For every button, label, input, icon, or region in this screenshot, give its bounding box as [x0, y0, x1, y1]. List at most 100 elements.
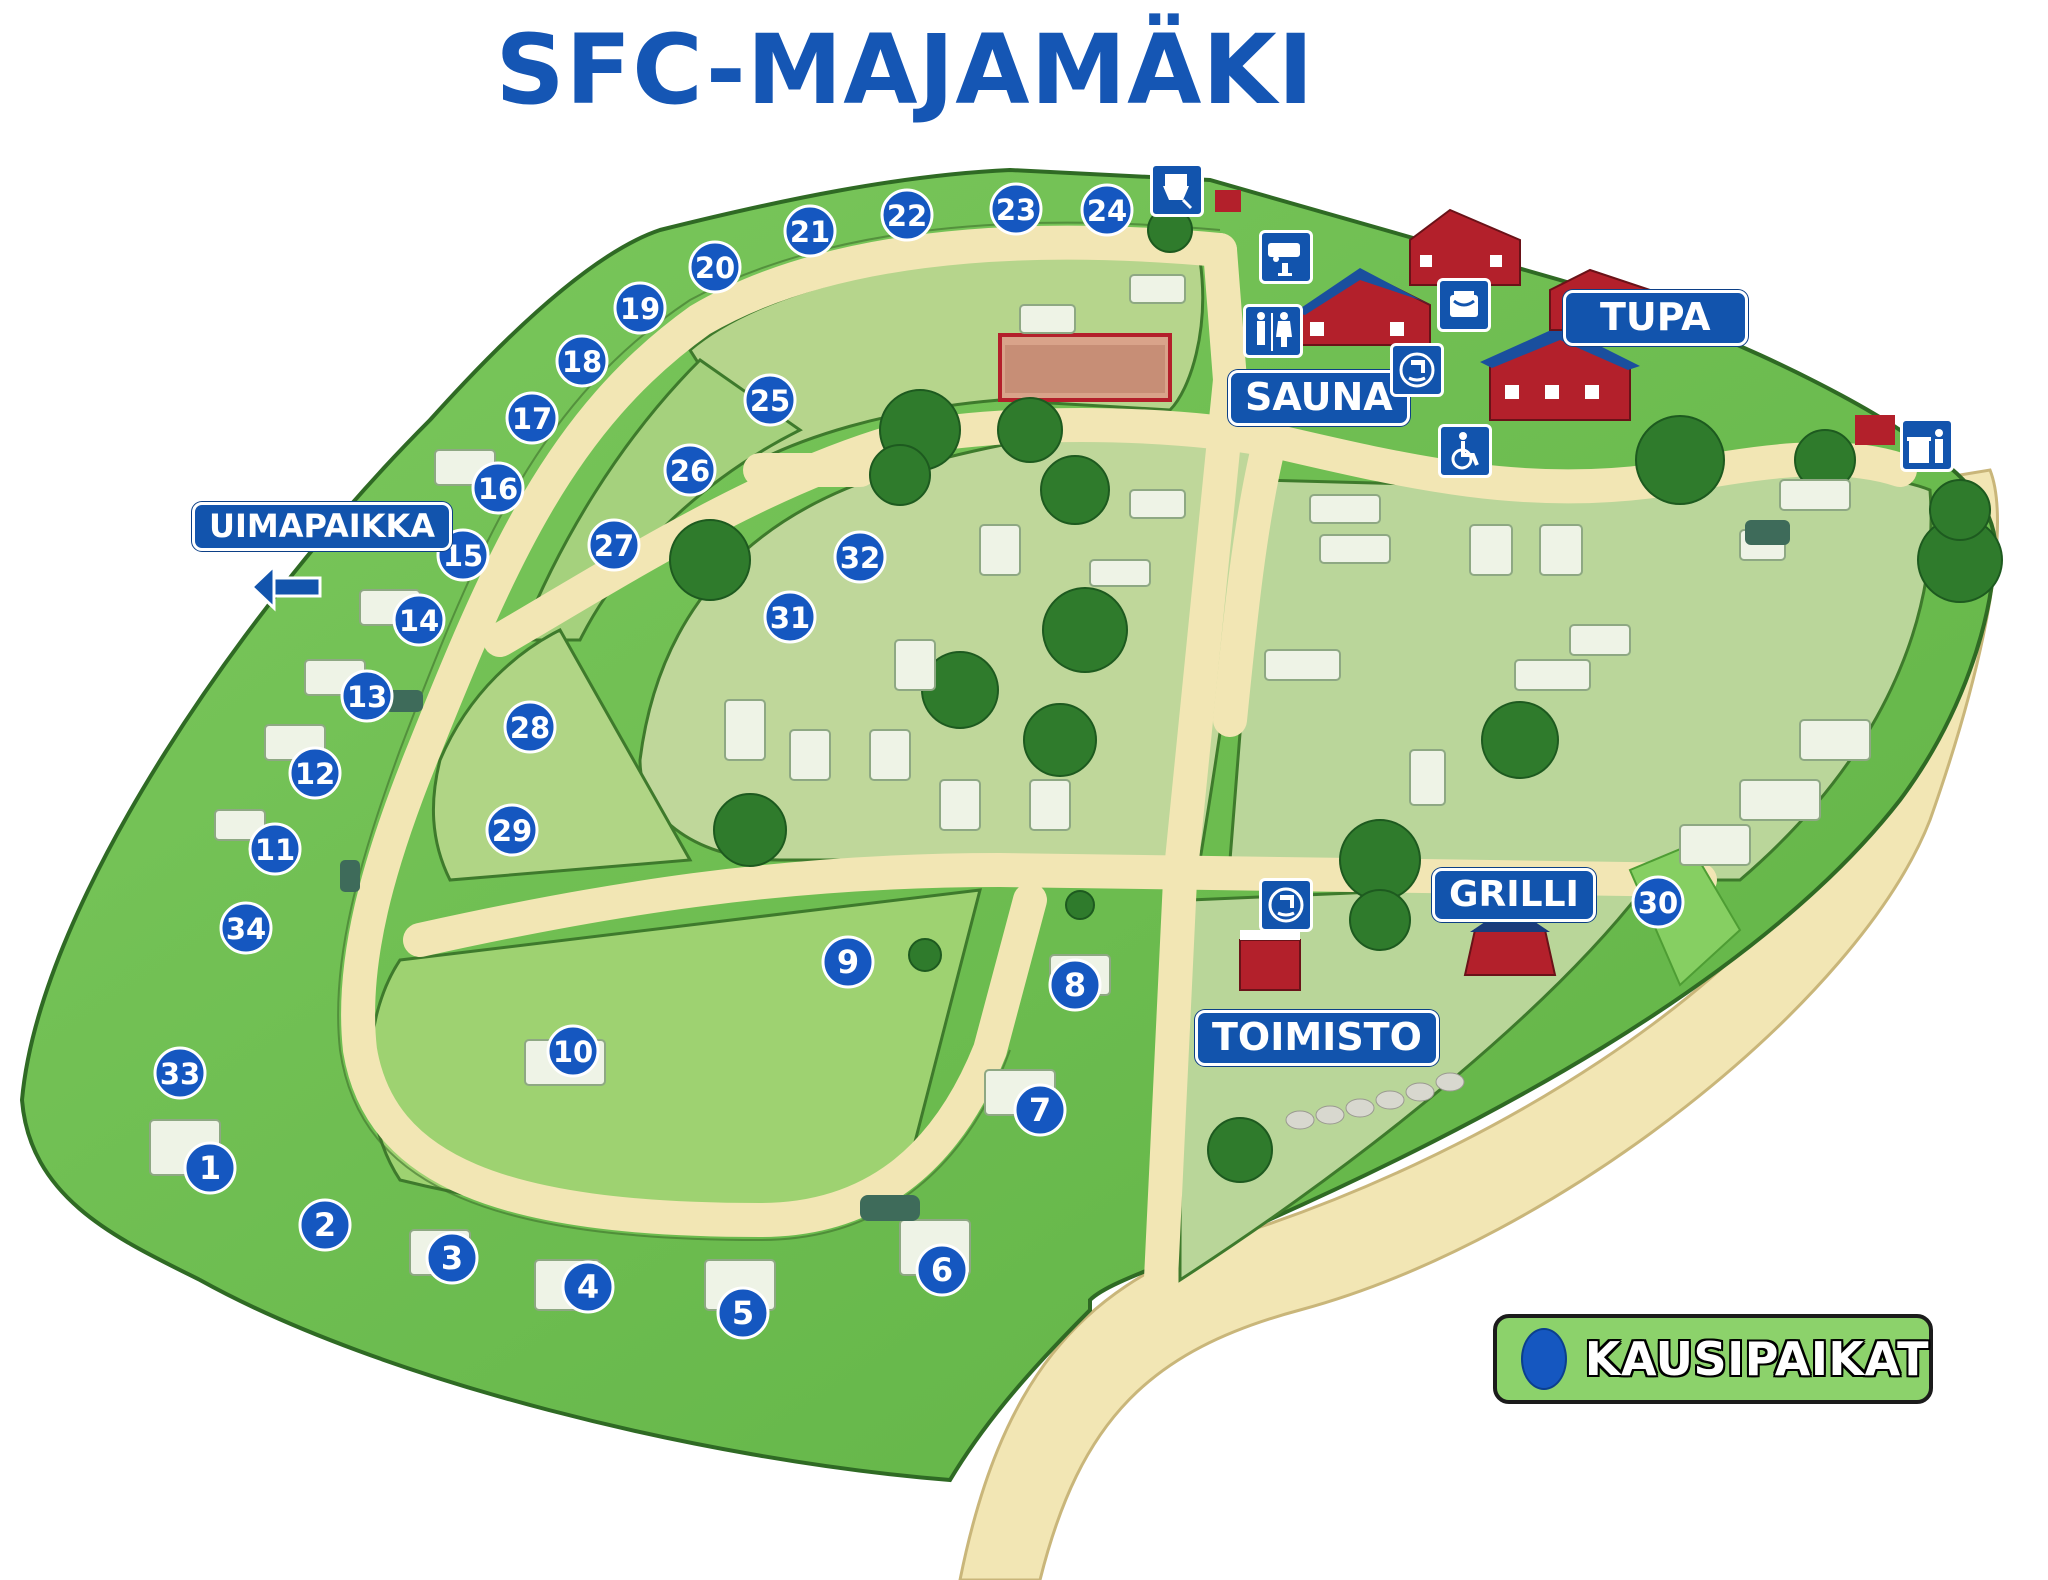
building-tupa [1480, 326, 1640, 421]
site-marker-16[interactable]: 16 [471, 461, 525, 515]
site-marker-21[interactable]: 21 [783, 204, 837, 258]
site-marker-29[interactable]: 29 [485, 803, 539, 857]
site-marker-circle [1631, 875, 1685, 929]
site-marker-label: 14 [399, 604, 439, 638]
site-marker-label: 22 [887, 199, 927, 233]
site-marker-label: 10 [553, 1035, 593, 1069]
site-marker-label: 18 [562, 345, 602, 379]
site-marker-24[interactable]: 24 [1080, 183, 1134, 237]
site-marker-circle [425, 1231, 479, 1285]
site-marker-9[interactable]: 9 [821, 935, 875, 989]
site-marker-6[interactable]: 6 [915, 1243, 969, 1297]
site-marker-circle [248, 822, 302, 876]
site-marker-circle [821, 935, 875, 989]
site-marker-circle [743, 373, 797, 427]
site-marker-12[interactable]: 12 [288, 746, 342, 800]
site-marker-label: 6 [931, 1251, 953, 1289]
site-marker-14[interactable]: 14 [392, 593, 446, 647]
site-marker-label: 5 [732, 1294, 754, 1332]
road-edges [337, 221, 1221, 1242]
site-marker-circle [716, 1286, 770, 1340]
site-marker-19[interactable]: 19 [613, 281, 667, 335]
site-marker-circle [783, 204, 837, 258]
label-sauna[interactable]: SAUNA [1228, 370, 1410, 426]
site-marker-circle [219, 901, 273, 955]
site-marker-32[interactable]: 32 [833, 530, 887, 584]
site-marker-label: 7 [1029, 1091, 1051, 1129]
caravans [149, 274, 1871, 1311]
site-marker-circle [613, 281, 667, 335]
drinking-water-icon[interactable] [1390, 343, 1444, 397]
label-uimapaikka[interactable]: UIMAPAIKKA [192, 502, 453, 552]
legend: KAUSIPAIKAT [1493, 1314, 1933, 1404]
site-marker-22[interactable]: 22 [880, 188, 934, 242]
site-marker-8[interactable]: 8 [1048, 958, 1102, 1012]
site-marker-11[interactable]: 11 [248, 822, 302, 876]
site-marker-label: 8 [1064, 966, 1086, 1004]
site-marker-28[interactable]: 28 [503, 700, 557, 754]
site-marker-5[interactable]: 5 [716, 1286, 770, 1340]
site-marker-27[interactable]: 27 [587, 518, 641, 572]
site-marker-label: 26 [670, 454, 710, 488]
site-marker-2[interactable]: 2 [298, 1198, 352, 1252]
site-marker-15[interactable]: 15 [436, 528, 490, 582]
site-marker-33[interactable]: 33 [153, 1046, 207, 1100]
site-marker-circle [587, 518, 641, 572]
site-marker-circle [485, 803, 539, 857]
site-marker-23[interactable]: 23 [989, 182, 1043, 236]
buildings [1215, 190, 1895, 991]
site-marker-label: 30 [1638, 886, 1678, 920]
site-marker-label: 25 [750, 384, 790, 418]
site-marker-label: 3 [441, 1239, 463, 1277]
label-grilli[interactable]: GRILLI [1432, 868, 1596, 922]
building-northeast [1409, 208, 1521, 286]
site-marker-4[interactable]: 4 [561, 1260, 615, 1314]
restrooms-icon[interactable] [1243, 304, 1303, 358]
site-marker-13[interactable]: 13 [340, 669, 394, 723]
site-marker-10[interactable]: 10 [546, 1024, 600, 1078]
site-marker-3[interactable]: 3 [425, 1231, 479, 1285]
drinking-water-icon-toimisto[interactable] [1259, 878, 1313, 932]
label-tupa[interactable]: TUPA [1563, 290, 1748, 346]
site-marker-18[interactable]: 18 [555, 334, 609, 388]
cars [340, 520, 1790, 1221]
site-marker-7[interactable]: 7 [1013, 1083, 1067, 1137]
site-marker-circle [505, 391, 559, 445]
site-marker-circle [763, 590, 817, 644]
site-marker-label: 20 [695, 251, 735, 285]
site-marker-label: 12 [295, 757, 335, 791]
accessible-icon[interactable] [1438, 424, 1492, 478]
page-title: SFC-MAJAMÄKI [495, 14, 1315, 126]
site-marker-label: 4 [577, 1268, 599, 1306]
site-marker-circle [183, 1141, 237, 1195]
site-marker-34[interactable]: 34 [219, 901, 273, 955]
laundry-icon[interactable] [1437, 278, 1491, 332]
site-marker-1[interactable]: 1 [183, 1141, 237, 1195]
site-marker-30[interactable]: 30 [1631, 875, 1685, 929]
site-marker-label: 17 [512, 402, 552, 436]
site-marker-17[interactable]: 17 [505, 391, 559, 445]
caravan-service-icon[interactable] [1259, 230, 1313, 284]
site-marker-circle [546, 1024, 600, 1078]
site-marker-label: 19 [620, 292, 660, 326]
building-grilli [1463, 905, 1557, 976]
site-marker-label: 2 [314, 1206, 336, 1244]
site-marker-31[interactable]: 31 [763, 590, 817, 644]
site-marker-circle [989, 182, 1043, 236]
site-marker-label: 29 [492, 814, 532, 848]
site-marker-label: 9 [837, 943, 859, 981]
site-marker-circle [880, 188, 934, 242]
playground [998, 333, 1172, 402]
site-marker-20[interactable]: 20 [688, 240, 742, 294]
site-marker-label: 34 [226, 912, 266, 946]
site-marker-label: 31 [770, 601, 810, 635]
site-marker-circle [1013, 1083, 1067, 1137]
site-marker-label: 21 [790, 215, 830, 249]
site-marker-26[interactable]: 26 [663, 443, 717, 497]
site-marker-circle [298, 1198, 352, 1252]
label-toimisto[interactable]: TOIMISTO [1195, 1010, 1439, 1066]
waste-sorting-icon[interactable] [1900, 418, 1954, 472]
toilet-waste-icon[interactable] [1150, 163, 1204, 217]
site-marker-25[interactable]: 25 [743, 373, 797, 427]
